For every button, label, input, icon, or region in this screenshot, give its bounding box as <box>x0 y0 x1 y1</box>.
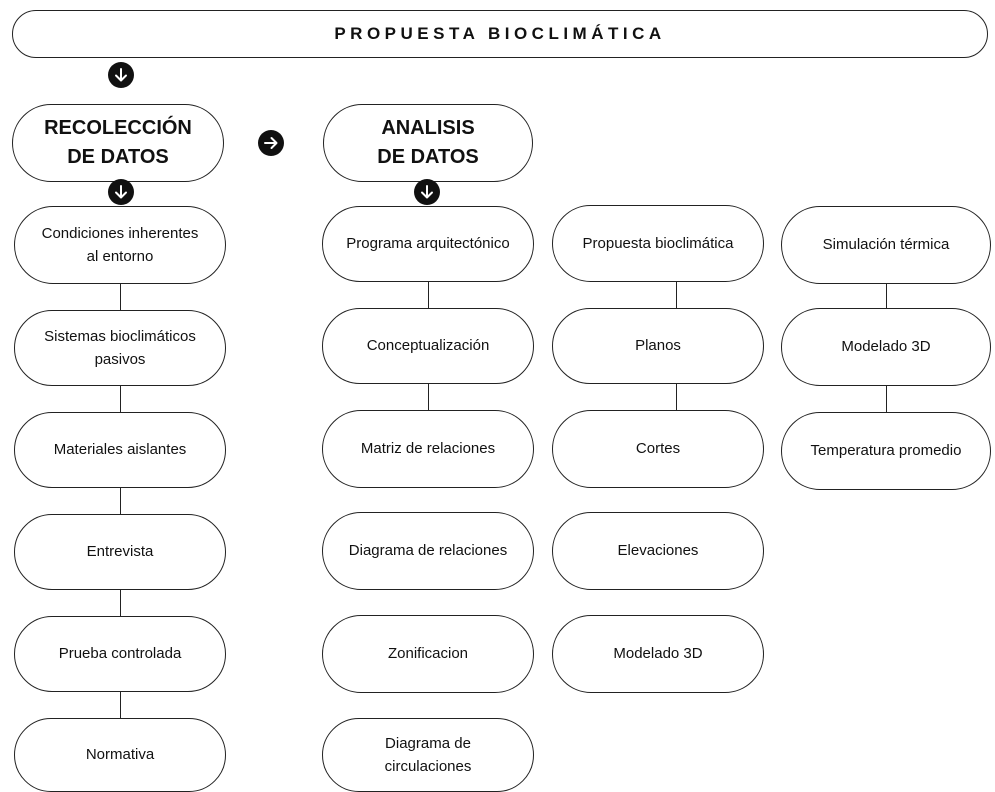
connector <box>886 284 888 308</box>
arrow-down-icon <box>414 179 440 205</box>
header-recoleccion-label: RECOLECCIÓN DE DATOS <box>44 117 192 168</box>
node-label: Propuesta bioclimática <box>582 234 734 252</box>
node-label: Condiciones inherentes al entorno <box>41 224 199 265</box>
connector <box>120 590 122 616</box>
connector <box>120 284 122 310</box>
node-label: Materiales aislantes <box>53 441 187 459</box>
connector <box>886 386 888 412</box>
node-label: Simulación térmica <box>822 236 950 254</box>
connector <box>428 384 430 410</box>
node-planos: Planos <box>552 308 764 384</box>
node-label: Diagrama de circulaciones <box>384 734 472 775</box>
node-prueba-controlada: Prueba controlada <box>14 616 226 692</box>
node-label: Entrevista <box>86 543 154 561</box>
node-materiales-aislantes: Materiales aislantes <box>14 412 226 488</box>
connector <box>428 282 430 308</box>
node-matriz-relaciones: Matriz de relaciones <box>322 410 534 488</box>
node-label: Modelado 3D <box>613 645 703 663</box>
node-programa-arquitectonico: Programa arquitectónico <box>322 206 534 282</box>
node-label: Matriz de relaciones <box>360 440 496 458</box>
node-normativa: Normativa <box>14 718 226 792</box>
connector <box>676 282 678 308</box>
connector <box>120 488 122 514</box>
node-label: Elevaciones <box>617 542 699 560</box>
node-zonificacion: Zonificacion <box>322 615 534 693</box>
node-temperatura-promedio: Temperatura promedio <box>781 412 991 490</box>
node-cortes: Cortes <box>552 410 764 488</box>
node-label: Normativa <box>85 746 155 764</box>
header-recoleccion: RECOLECCIÓN DE DATOS <box>12 104 224 182</box>
node-modelado-3d: Modelado 3D <box>552 615 764 693</box>
connector <box>120 692 122 718</box>
node-label: Zonificacion <box>387 645 469 663</box>
node-propuesta-bioclimatica: Propuesta bioclimática <box>552 205 764 282</box>
node-modelado-3d-simulacion: Modelado 3D <box>781 308 991 386</box>
node-label: Modelado 3D <box>841 338 931 356</box>
node-diagrama-relaciones: Diagrama de relaciones <box>322 512 534 590</box>
node-elevaciones: Elevaciones <box>552 512 764 590</box>
node-label: Cortes <box>635 440 681 458</box>
node-label: Programa arquitectónico <box>346 235 510 253</box>
node-label: Planos <box>635 337 681 355</box>
connector <box>676 384 678 410</box>
connector <box>120 386 122 412</box>
node-conceptualizacion: Conceptualización <box>322 308 534 384</box>
node-label: Conceptualización <box>366 337 490 355</box>
node-simulacion-termica: Simulación térmica <box>781 206 991 284</box>
header-analisis-label: ANALISIS DE DATOS <box>377 117 479 168</box>
node-label: Prueba controlada <box>58 645 182 663</box>
arrow-down-icon <box>108 62 134 88</box>
node-condiciones-inherentes: Condiciones inherentes al entorno <box>14 206 226 284</box>
node-entrevista: Entrevista <box>14 514 226 590</box>
node-label: Temperatura promedio <box>810 442 962 460</box>
arrow-down-icon <box>108 179 134 205</box>
diagram-title: PROPUESTA BIOCLIMÁTICA <box>334 23 666 43</box>
node-diagrama-circulaciones: Diagrama de circulaciones <box>322 718 534 792</box>
node-label: Sistemas bioclimáticos pasivos <box>44 327 196 368</box>
title-banner: PROPUESTA BIOCLIMÁTICA <box>12 10 988 58</box>
node-sistemas-bioclimaticos: Sistemas bioclimáticos pasivos <box>14 310 226 386</box>
header-analisis: ANALISIS DE DATOS <box>323 104 533 182</box>
arrow-right-icon <box>258 130 284 156</box>
node-label: Diagrama de relaciones <box>348 542 508 560</box>
